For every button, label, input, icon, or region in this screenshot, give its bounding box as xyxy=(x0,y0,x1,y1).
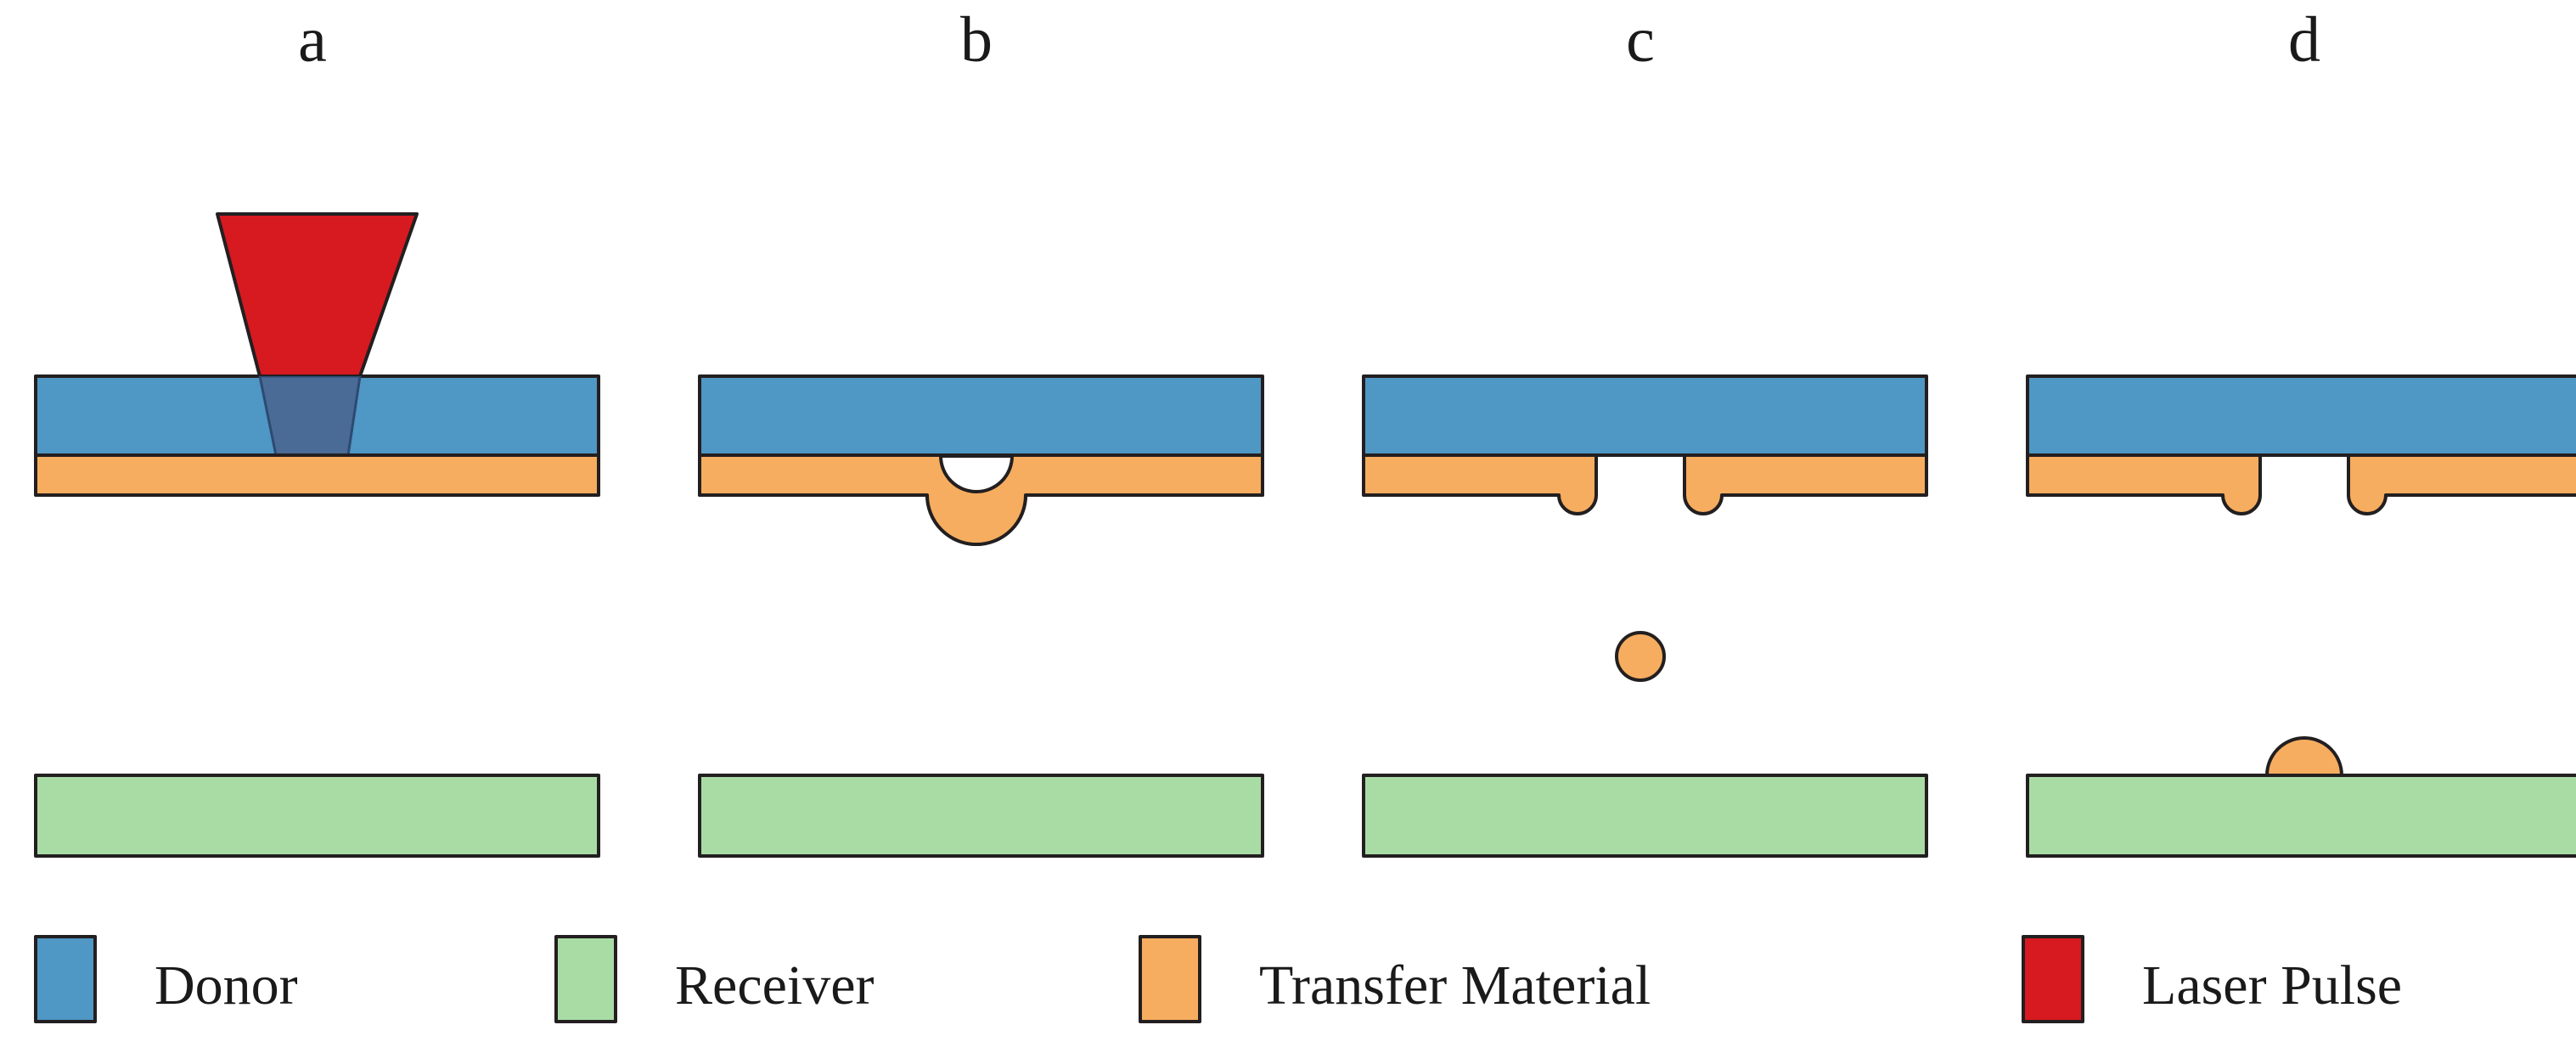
donor-layer-d xyxy=(2026,374,2576,457)
panel-b xyxy=(698,374,1264,858)
legend-swatch-receiver xyxy=(554,935,617,1023)
legend-item-transfer-material: Transfer Material xyxy=(1139,935,1651,1023)
legend-swatch-donor xyxy=(34,935,97,1023)
legend-label-laser-pulse: Laser Pulse xyxy=(2142,954,2402,1016)
legend-swatch-transfer-material xyxy=(1139,935,1201,1023)
laser-pulse-beam-a xyxy=(216,212,419,378)
receiver-layer-b xyxy=(698,774,1264,858)
panel-label-a: a xyxy=(298,4,327,76)
panel-d xyxy=(2026,374,2576,858)
legend-swatch-laser-pulse xyxy=(2022,935,2084,1023)
donor-layer-c xyxy=(1362,374,1928,457)
legend-item-donor: Donor xyxy=(34,935,298,1023)
transfer-material-left-d xyxy=(2026,453,2262,515)
legend-label-transfer-material: Transfer Material xyxy=(1259,954,1651,1016)
receiver-layer-a xyxy=(34,774,600,858)
donor-layer-b xyxy=(698,374,1264,457)
transfer-material-layer-a xyxy=(34,453,600,497)
legend-label-donor: Donor xyxy=(155,954,298,1016)
legend-label-receiver: Receiver xyxy=(675,954,875,1016)
panel-c xyxy=(1362,374,1928,858)
legend-item-receiver: Receiver xyxy=(554,935,875,1023)
legend: Donor Receiver Transfer Material Laser P… xyxy=(34,935,2402,1023)
receiver-layer-c xyxy=(1362,774,1928,858)
laser-beam-in-donor-a xyxy=(258,376,362,455)
vapor-void-b xyxy=(939,454,1014,493)
receiver-layer-d xyxy=(2026,774,2576,858)
panel-label-b: b xyxy=(960,4,993,76)
transfer-material-left-c xyxy=(1362,453,1598,515)
flying-droplet-c xyxy=(1615,631,1666,682)
transfer-material-right-d xyxy=(2347,453,2576,515)
panel-label-c: c xyxy=(1626,4,1655,76)
transfer-material-right-c xyxy=(1683,453,1928,515)
legend-item-laser-pulse: Laser Pulse xyxy=(2022,935,2402,1023)
panel-label-d: d xyxy=(2288,4,2320,76)
transfer-material-bulge-b xyxy=(698,453,1264,546)
deposited-droplet-d xyxy=(2265,736,2343,777)
panel-a xyxy=(34,212,600,858)
